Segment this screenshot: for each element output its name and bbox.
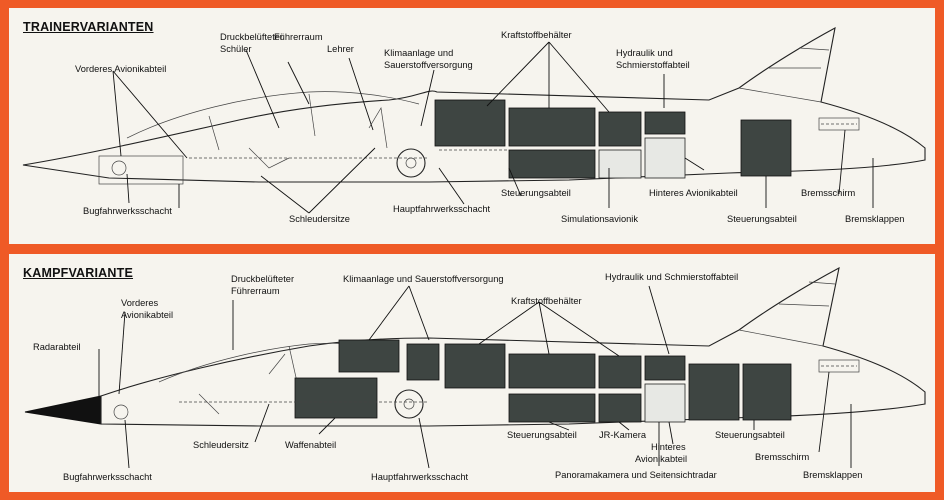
- label-hauptfahrwerksschacht: Hauptfahrwerksschacht: [371, 472, 469, 482]
- label-bugfahrwerksschacht: Bugfahrwerksschacht: [63, 472, 152, 482]
- label-avionikabteil-hinten: Avionikabteil: [635, 454, 688, 464]
- combat-aircraft-drawing: [24, 266, 926, 469]
- label-hydraulik-schmierstoff: Hydraulik und Schmierstoffabteil: [605, 272, 739, 282]
- label-simulationsavionik: Simulationsavionik: [561, 214, 638, 224]
- label-schmierstoffabteil: Schmierstoffabteil: [616, 60, 690, 70]
- label-kraftstoffbehaelter: Kraftstoffbehälter: [511, 296, 582, 306]
- label-druckbelueftet: Druckbelüfteter: [231, 274, 295, 284]
- label-hinteres: Hinteres: [651, 442, 686, 452]
- label-bugfahrwerksschacht: Bugfahrwerksschacht: [83, 206, 172, 216]
- label-waffenabteil: Waffenabteil: [285, 440, 337, 450]
- label-avionikabteil-vorne: Avionikabteil: [121, 310, 174, 320]
- label-lehrer: Lehrer: [327, 44, 354, 54]
- label-vorderes-avionikabteil: Vorderes Avionikabteil: [75, 64, 167, 74]
- label-steuerungsabteil-1: Steuerungsabteil: [501, 188, 571, 198]
- label-sauerstoffversorgung: Sauerstoffversorgung: [384, 60, 473, 70]
- label-panoramakamera: Panoramakamera und Seitensichtradar: [555, 470, 717, 480]
- label-bremsschirm: Bremsschirm: [755, 452, 810, 462]
- label-steuerungsabteil-1: Steuerungsabteil: [507, 430, 577, 440]
- label-bremsschirm: Bremsschirm: [801, 188, 856, 198]
- trainer-title: TRAINERVARIANTEN: [23, 20, 154, 34]
- label-bremsklappen: Bremsklappen: [803, 470, 863, 480]
- label-steuerungsabteil-2: Steuerungsabteil: [727, 214, 797, 224]
- label-kraftstoffbehaelter: Kraftstoffbehälter: [501, 30, 572, 40]
- label-klimaanlage: Klimaanlage und: [384, 48, 454, 58]
- label-klimaanlage-sauerstoff: Klimaanlage und Sauerstoffversorgung: [343, 274, 504, 284]
- label-hauptfahrwerksschacht: Hauptfahrwerksschacht: [393, 204, 491, 214]
- label-fuehrerraum: Führerraum: [274, 32, 323, 42]
- label-druckbelueftet: Druckbelüfteter: [220, 32, 284, 42]
- label-hinteres-avionikabteil: Hinteres Avionikabteil: [649, 188, 738, 198]
- combat-variant-panel: KAMPFVARIANTE Druckbelüfteter Führerraum…: [9, 254, 935, 492]
- label-radarabteil: Radarabteil: [33, 342, 81, 352]
- trainer-variant-panel: TRAINERVARIANTEN Vorderes Avionikabteil …: [9, 8, 935, 244]
- label-schleudersitz: Schleudersitz: [193, 440, 249, 450]
- label-schleudersitze: Schleudersitze: [289, 214, 350, 224]
- label-vorderes: Vorderes: [121, 298, 159, 308]
- label-schueler: Schüler: [220, 44, 252, 54]
- label-bremsklappen: Bremsklappen: [845, 214, 905, 224]
- combat-title: KAMPFVARIANTE: [23, 266, 134, 280]
- label-fuehrerraum: Führerraum: [231, 286, 280, 296]
- label-steuerungsabteil-2: Steuerungsabteil: [715, 430, 785, 440]
- label-jr-kamera: JR-Kamera: [599, 430, 647, 440]
- label-hydraulik: Hydraulik und: [616, 48, 673, 58]
- trainer-aircraft-drawing: [22, 26, 926, 214]
